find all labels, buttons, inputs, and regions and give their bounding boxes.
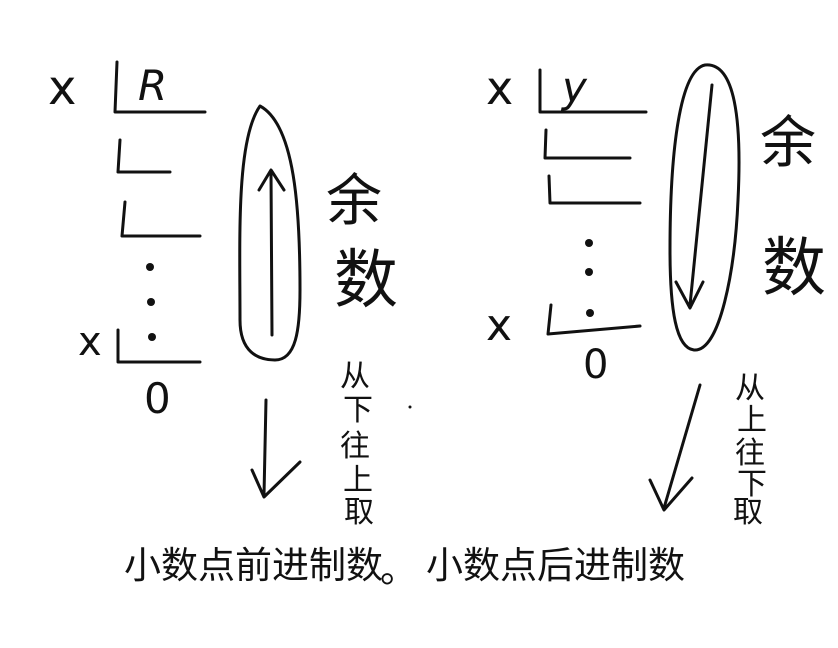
left-bracket-1 (113, 60, 207, 114)
left-dot-3 (148, 333, 156, 341)
left-direction-char-5: 取 (344, 495, 374, 530)
right-direction-char-5: 取 (733, 495, 763, 530)
stray-dot (408, 405, 412, 409)
left-direction-char-3: 往 (340, 429, 370, 464)
right-bracket-4 (546, 303, 642, 336)
left-bracket-2 (116, 138, 172, 174)
right-down-arrow-inner (674, 83, 714, 310)
left-side-label-char-1: 余 (326, 169, 382, 234)
caption: 小数点前进制数 。 小数点后进制数 (124, 544, 685, 591)
left-multiplier-bottom: x (78, 319, 102, 365)
left-dot-1 (146, 263, 154, 271)
left-bracket-3 (120, 200, 202, 238)
left-direction-char-4: 上 (343, 463, 373, 498)
left-oval (238, 104, 302, 362)
left-bottom-value: 0 (144, 374, 171, 423)
left-direction-char-1: 从 (340, 359, 370, 394)
right-dot-1 (585, 239, 593, 247)
right-oval (668, 63, 741, 352)
right-bracket-1 (538, 68, 648, 114)
left-multiplier-top: x (48, 60, 76, 116)
right-top-value: y (560, 63, 588, 112)
left-side-label-char-2: 数 (334, 244, 398, 318)
left-bracket-4 (116, 328, 202, 364)
right-direction-char-2: 上 (737, 403, 767, 438)
left-top-value: R (138, 61, 167, 110)
right-down-arrow (648, 383, 702, 512)
right-dot-2 (585, 268, 593, 276)
left-up-arrow (257, 168, 286, 337)
right-dot-3 (586, 309, 594, 317)
right-multiplier-bottom: x (486, 300, 512, 351)
caption-separator: 。 (380, 548, 417, 591)
right-direction-char-1: 从 (735, 371, 765, 406)
right-side-label-char-2: 数 (762, 232, 826, 306)
right-bottom-value: 0 (583, 342, 608, 388)
right-side-label-char-1: 余 (760, 111, 816, 176)
right-direction-char-4: 下 (737, 467, 767, 502)
caption-right: 小数点后进制数 (426, 544, 685, 587)
right-bracket-2 (543, 128, 632, 160)
left-dot-2 (147, 298, 155, 306)
right-multiplication-diagram: x y x 0 余 数 从 上 往 下 取 (486, 61, 826, 530)
left-division-diagram: x R x 0 余 数 从 下 往 上 取 (48, 60, 398, 530)
right-direction-char-3: 往 (735, 436, 765, 471)
caption-left: 小数点前进制数 (124, 544, 383, 587)
right-bracket-3 (547, 174, 642, 205)
right-multiplier-top: x (486, 61, 513, 115)
left-down-arrow (250, 398, 302, 499)
left-direction-char-2: 下 (343, 393, 373, 428)
